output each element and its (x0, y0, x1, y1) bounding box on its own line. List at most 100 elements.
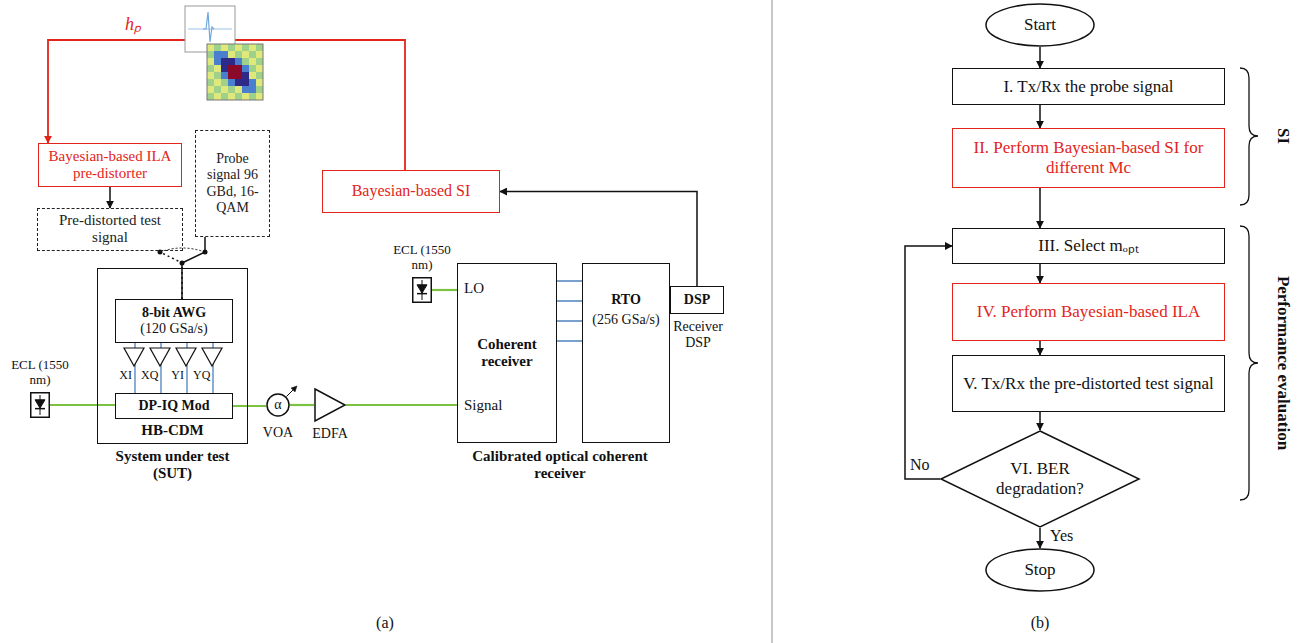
connector (1039, 341, 1041, 355)
switch-pivot (180, 261, 185, 266)
laser-outline (31, 393, 50, 418)
connector (1039, 188, 1041, 228)
attenuator-arrow (286, 387, 296, 397)
heatmap-cell (214, 65, 221, 72)
heatmap-cell (221, 51, 228, 58)
process-box: IV. Perform Bayesian-based ILA (952, 283, 1225, 341)
node-text: Pre-distorted test signal (43, 212, 177, 247)
heatmap-cell (256, 65, 263, 72)
process-box: I. Tx/Rx the probe signal (952, 68, 1225, 105)
heatmap-cell (242, 51, 249, 58)
heatmap-cell (207, 51, 214, 58)
node-text: Signal (464, 397, 502, 414)
impulse-response-plot (185, 6, 235, 52)
heatmap-cell (235, 93, 242, 100)
heatmap-cell (207, 93, 214, 100)
oscilloscope-box: RTO(256 GSa/s) (582, 263, 670, 443)
heatmap-cell (228, 79, 235, 86)
decision-diamond: VI. BER degradation? (940, 430, 1140, 528)
diode-symbol (417, 285, 427, 293)
driver-amplifier (124, 348, 144, 366)
connector (160, 251, 182, 300)
node-text: DSP (684, 292, 710, 308)
heatmap-plot (207, 44, 263, 100)
heatmap-cell (235, 65, 242, 72)
node-text: LO (464, 280, 484, 297)
panel-separator (771, 0, 773, 643)
heatmap-cell (235, 58, 242, 65)
optical-fiber (290, 404, 314, 406)
node-text: Bayesian-based SI (352, 182, 471, 200)
heatmap-cell (207, 58, 214, 65)
ellipse-outline (986, 4, 1094, 46)
figure-label: (b) (1020, 614, 1060, 632)
heatmap-cell (235, 51, 242, 58)
node-text: III. Select mₒₚₜ (1038, 236, 1138, 256)
edge-label: Yes (1048, 527, 1075, 545)
device-housing: HB-CDM8-bit AWG(120 GSa/s)DP-IQ Mod (97, 268, 248, 444)
impulse-baseline (188, 29, 232, 30)
heatmap-frame (207, 44, 263, 100)
heatmap-cell (221, 65, 228, 72)
dsp-box: DSPReceiver DSP (670, 286, 724, 314)
heatmap-cell (249, 51, 256, 58)
signal-name: XQ (141, 369, 158, 383)
signal-name: YI (167, 369, 184, 383)
optical-fiber (50, 404, 115, 406)
laser-source-outline (412, 277, 432, 303)
diode-bar (417, 293, 427, 295)
amplifier-symbol-outline (314, 388, 346, 422)
node-text: VOA (248, 425, 308, 441)
heatmap-cell (228, 93, 235, 100)
node-text: Probe signal 96 GBd, 16-QAM (201, 151, 264, 215)
signal-name: XI (115, 369, 132, 383)
heatmap-cell (228, 44, 235, 51)
diode-bar (35, 408, 45, 410)
node-text: II. Perform Bayesian-based SI for differ… (958, 138, 1219, 177)
process-box: Bayesian-based SI (322, 170, 500, 213)
process-box: Bayesian-based ILA pre-distorter (38, 143, 182, 187)
connector (1039, 528, 1041, 548)
heatmap-cell (214, 86, 221, 93)
optical-fiber (346, 404, 457, 406)
heatmap-cell (256, 44, 263, 51)
node-text: (256 GSa/s) (583, 312, 669, 328)
heatmap-cell (221, 72, 228, 79)
heatmap-cell (242, 65, 249, 72)
heatmap-cell (228, 58, 235, 65)
laser-source-outline (30, 392, 50, 418)
heatmap-cell (235, 86, 242, 93)
bracket-label: SI (1273, 128, 1293, 144)
heatmap-cell (207, 65, 214, 72)
node-text: Receiver DSP (663, 319, 733, 351)
connector (1039, 105, 1041, 128)
connector (905, 246, 952, 479)
terminal-ellipse: Start (985, 3, 1095, 47)
signal-box: Pre-distorted test signal (37, 208, 183, 251)
awg-box: 8-bit AWG(120 GSa/s) (115, 299, 233, 343)
heatmap-cell (242, 79, 249, 86)
connector (109, 187, 111, 208)
process-box: II. Perform Bayesian-based SI for differ… (952, 128, 1225, 188)
heatmap-cell (228, 65, 235, 72)
heatmap-cell (207, 79, 214, 86)
optical-fiber (432, 289, 457, 291)
heatmap-cell (249, 58, 256, 65)
driver-amplifier (202, 348, 222, 366)
connector (1039, 47, 1041, 68)
signal-box: Probe signal 96 GBd, 16-QAM (195, 130, 270, 237)
laser-source: ECL (1550 nm) (30, 392, 50, 418)
circle-outline (267, 394, 289, 416)
node-text: EDFA (300, 426, 360, 442)
impulse-spike (203, 12, 214, 42)
node-text: 8-bit AWG (142, 305, 206, 321)
heatmap-cell (235, 44, 242, 51)
terminal-ellipse: Stop (985, 548, 1095, 592)
edge-label: No (908, 456, 932, 474)
heatmap-cell (235, 72, 242, 79)
triangle-outline (315, 389, 345, 421)
heatmap-cell (249, 79, 256, 86)
node-text: (120 GSa/s) (140, 321, 207, 337)
heatmap-cell (207, 44, 214, 51)
